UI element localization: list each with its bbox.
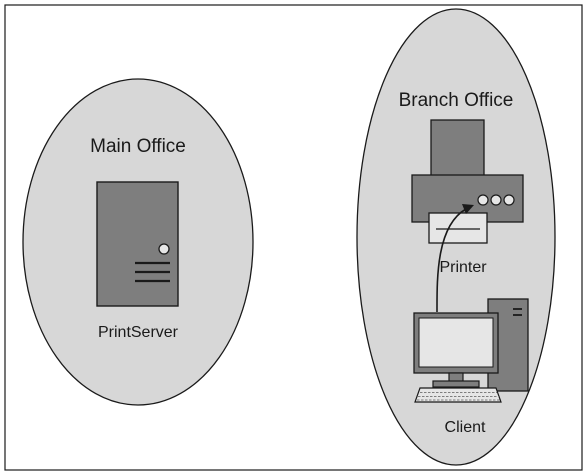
branch-office-title: Branch Office (399, 90, 514, 111)
branch-office-zone: Branch Office Printer (356, 8, 556, 466)
printer-icon (411, 119, 524, 244)
client-to-printer-arrow (436, 204, 474, 313)
main-office-zone: Main Office PrintServer (22, 78, 254, 406)
main-office-title: Main Office (90, 136, 186, 157)
print-server-label: PrintServer (98, 324, 179, 341)
server-tower-icon (96, 181, 179, 307)
printer-label: Printer (439, 259, 487, 276)
desktop-computer-icon (413, 298, 529, 403)
client-label: Client (445, 419, 486, 436)
